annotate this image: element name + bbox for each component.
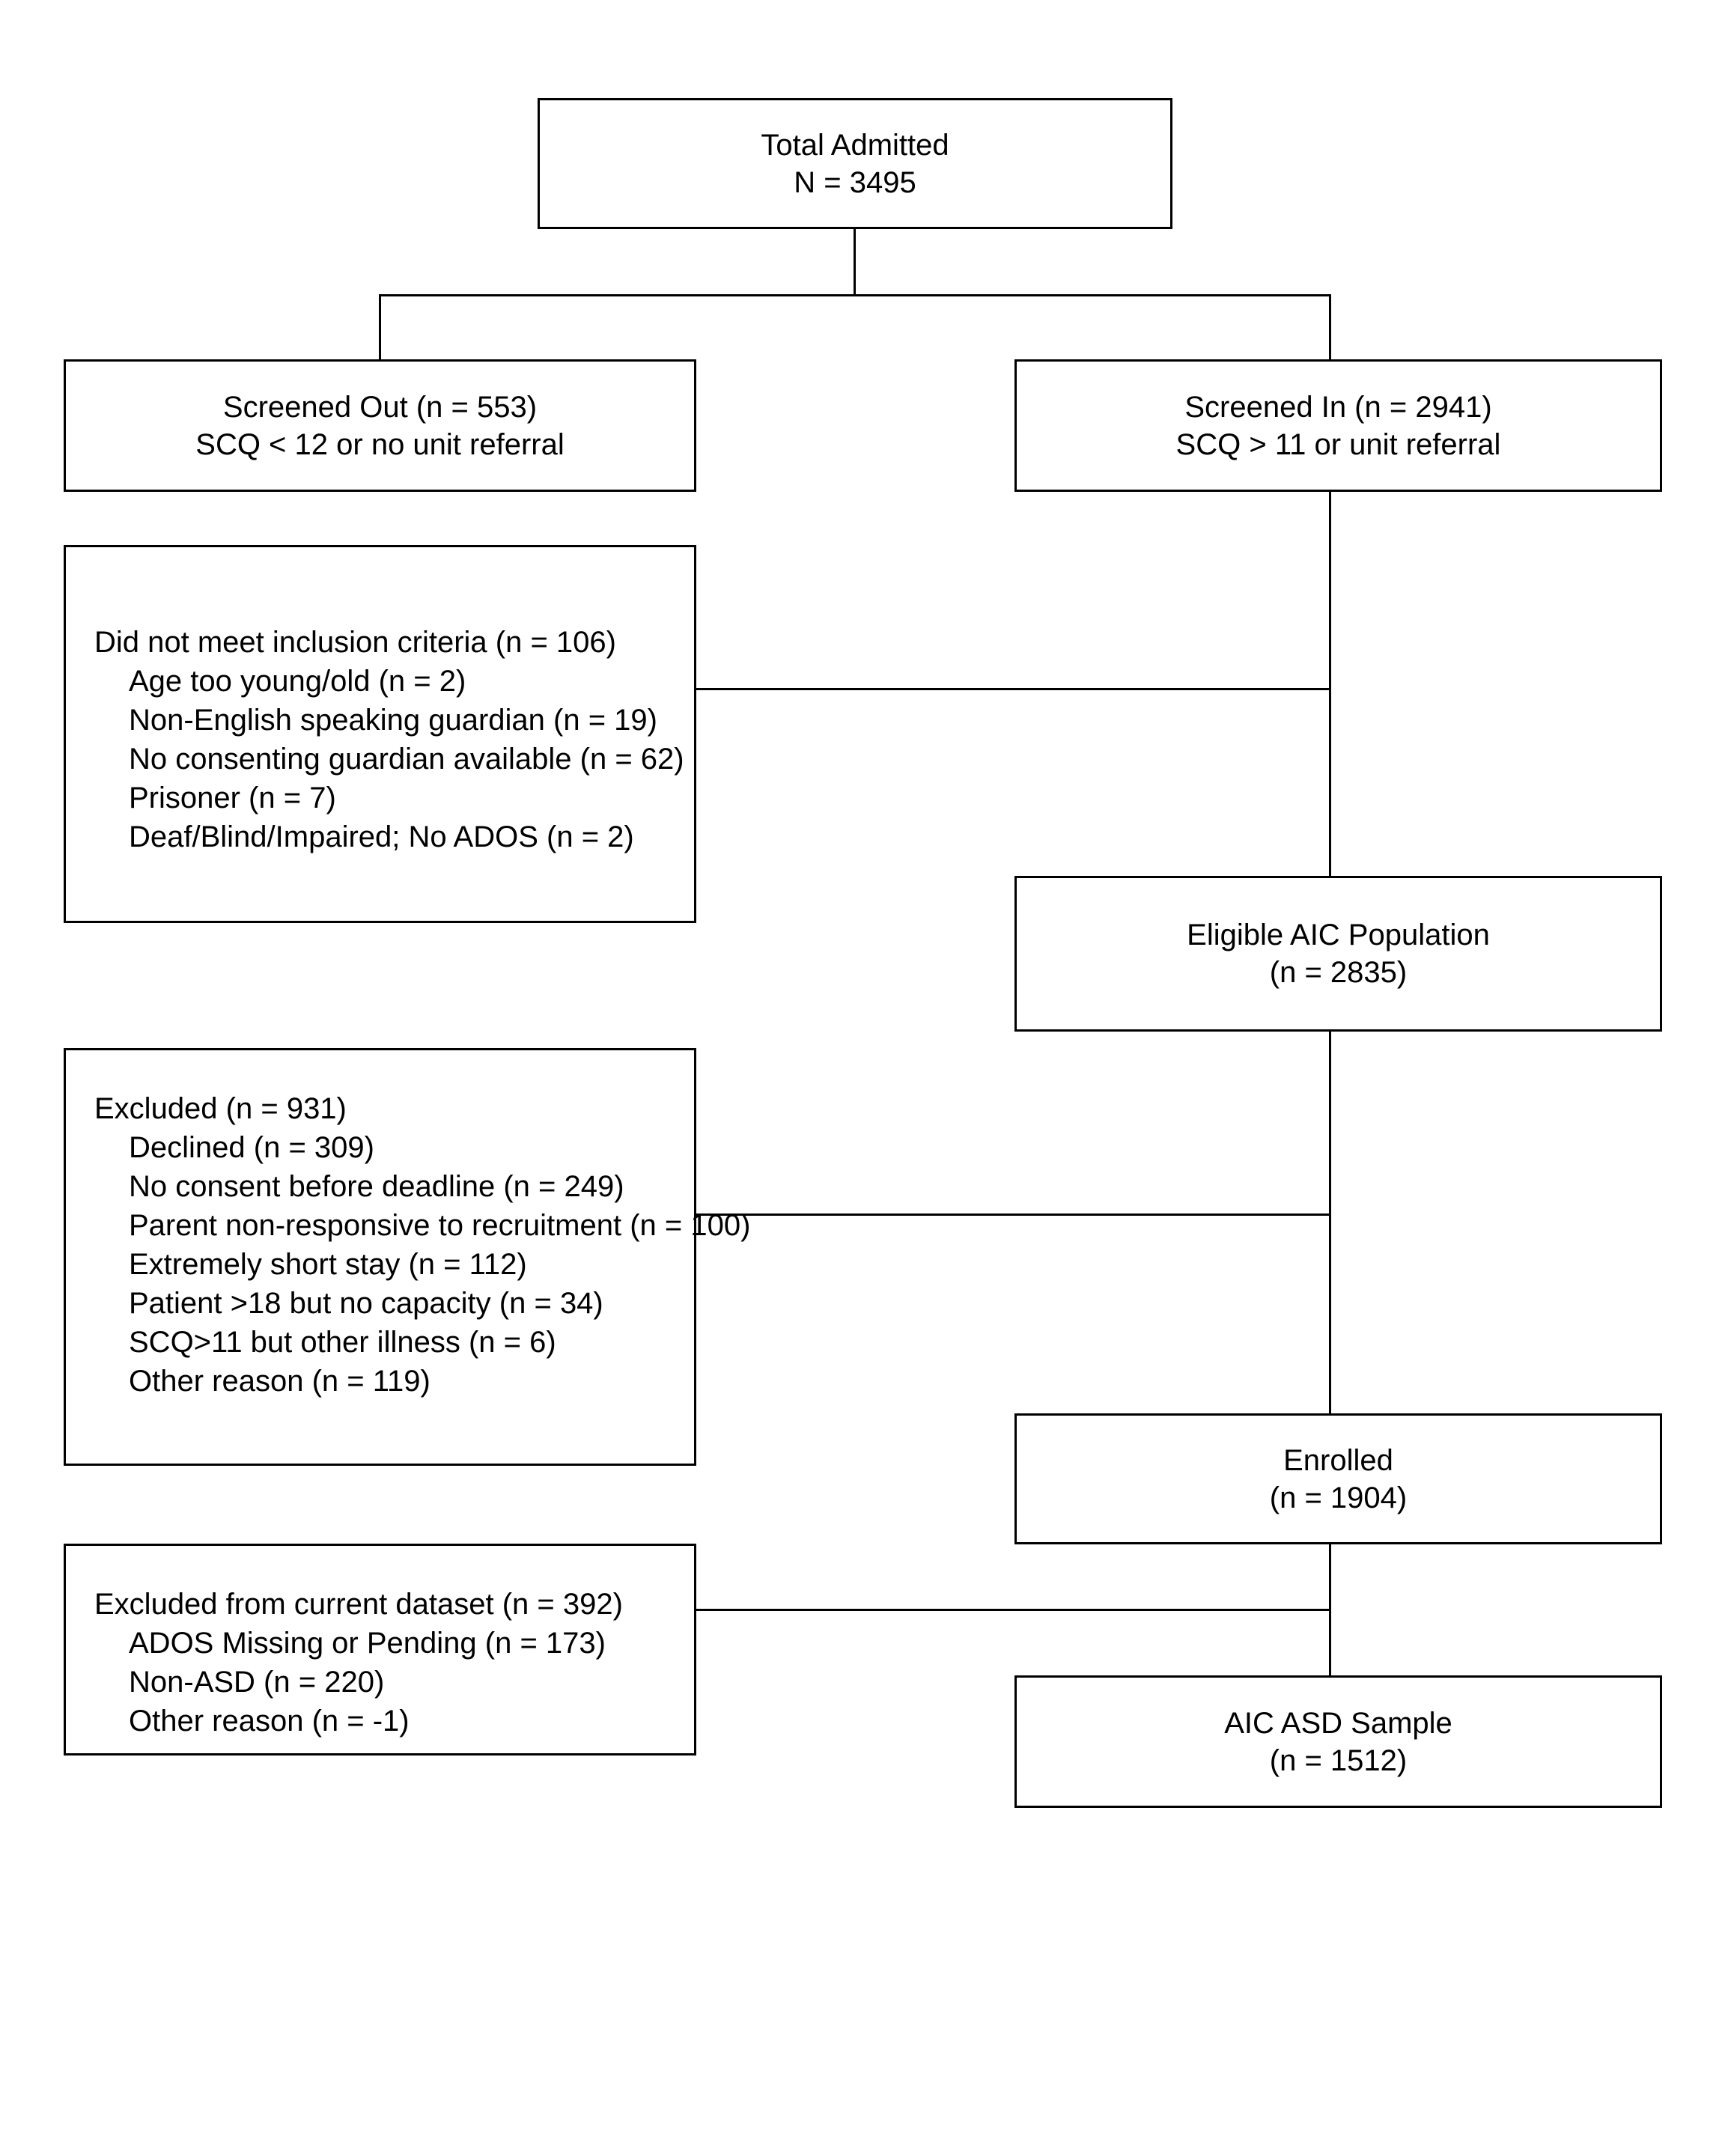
connector-right-drop [1329,294,1331,362]
connector-screenedin-to-eligible [1329,490,1331,878]
connector-excluded-horizontal [695,1213,1330,1216]
asd-sample-label: AIC ASD Sample [1224,1706,1452,1740]
eligible-population-count: (n = 2835) [1269,956,1408,989]
not-meet-criteria-title: Did not meet inclusion criteria (n = 106… [94,626,616,659]
connector-branch-horizontal [379,294,1331,296]
not-meet-criteria-item: Age too young/old (n = 2) [129,665,466,698]
box-not-meet-criteria: Did not meet inclusion criteria (n = 106… [64,545,696,923]
connector-left-drop [379,294,381,362]
connector-eligible-to-enrolled [1329,1030,1331,1416]
asd-sample-count: (n = 1512) [1269,1744,1408,1777]
box-total-admitted: Total Admitted N = 3495 [538,98,1172,229]
not-meet-criteria-item: Prisoner (n = 7) [129,782,336,814]
excluded-item: No consent before deadline (n = 249) [129,1170,624,1203]
excluded-item: Other reason (n = 119) [129,1365,431,1398]
screened-in-label: Screened In (n = 2941) [1184,390,1492,424]
eligible-population-label: Eligible AIC Population [1187,919,1490,951]
excluded-dataset-item: ADOS Missing or Pending (n = 173) [129,1627,606,1660]
enrolled-label: Enrolled [1283,1443,1393,1477]
connector-notmeet-horizontal [695,688,1330,690]
not-meet-criteria-item: Deaf/Blind/Impaired; No ADOS (n = 2) [129,820,634,853]
excluded-item: Patient >18 but no capacity (n = 34) [129,1287,603,1320]
excluded-item: Parent non-responsive to recruitment (n … [129,1209,751,1242]
box-screened-in: Screened In (n = 2941) SCQ > 11 or unit … [1014,359,1662,492]
box-excluded-dataset: Excluded from current dataset (n = 392) … [64,1544,696,1755]
excluded-dataset-item: Non-ASD (n = 220) [129,1666,385,1699]
total-admitted-label: Total Admitted [761,128,949,162]
not-meet-criteria-item: No consenting guardian available (n = 62… [129,743,684,776]
box-screened-out: Screened Out (n = 553) SCQ < 12 or no un… [64,359,696,492]
excluded-title: Excluded (n = 931) [94,1092,347,1125]
screened-out-label: Screened Out (n = 553) [222,390,538,424]
screened-in-criteria: SCQ > 11 or unit referral [1175,427,1501,461]
screened-out-criteria: SCQ < 12 or no unit referral [195,427,565,461]
total-admitted-count: N = 3495 [794,165,916,199]
box-asd-sample: AIC ASD Sample (n = 1512) [1014,1675,1662,1808]
connector-enrolled-to-sample [1329,1543,1331,1678]
excluded-dataset-item: Other reason (n = -1) [129,1705,410,1738]
not-meet-criteria-item: Non-English speaking guardian (n = 19) [129,704,657,737]
excluded-item: SCQ>11 but other illness (n = 6) [129,1326,556,1359]
excluded-dataset-title: Excluded from current dataset (n = 392) [94,1588,623,1621]
enrolled-count: (n = 1904) [1269,1481,1408,1514]
excluded-item: Declined (n = 309) [129,1131,374,1164]
connector-excluded-dataset-horizontal [695,1609,1330,1611]
excluded-item: Extremely short stay (n = 112) [129,1248,527,1281]
box-excluded: Excluded (n = 931) Declined (n = 309) No… [64,1048,751,1466]
connector-top-vertical [854,229,856,296]
box-enrolled: Enrolled (n = 1904) [1014,1413,1662,1544]
box-eligible-population: Eligible AIC Population (n = 2835) [1014,876,1662,1032]
